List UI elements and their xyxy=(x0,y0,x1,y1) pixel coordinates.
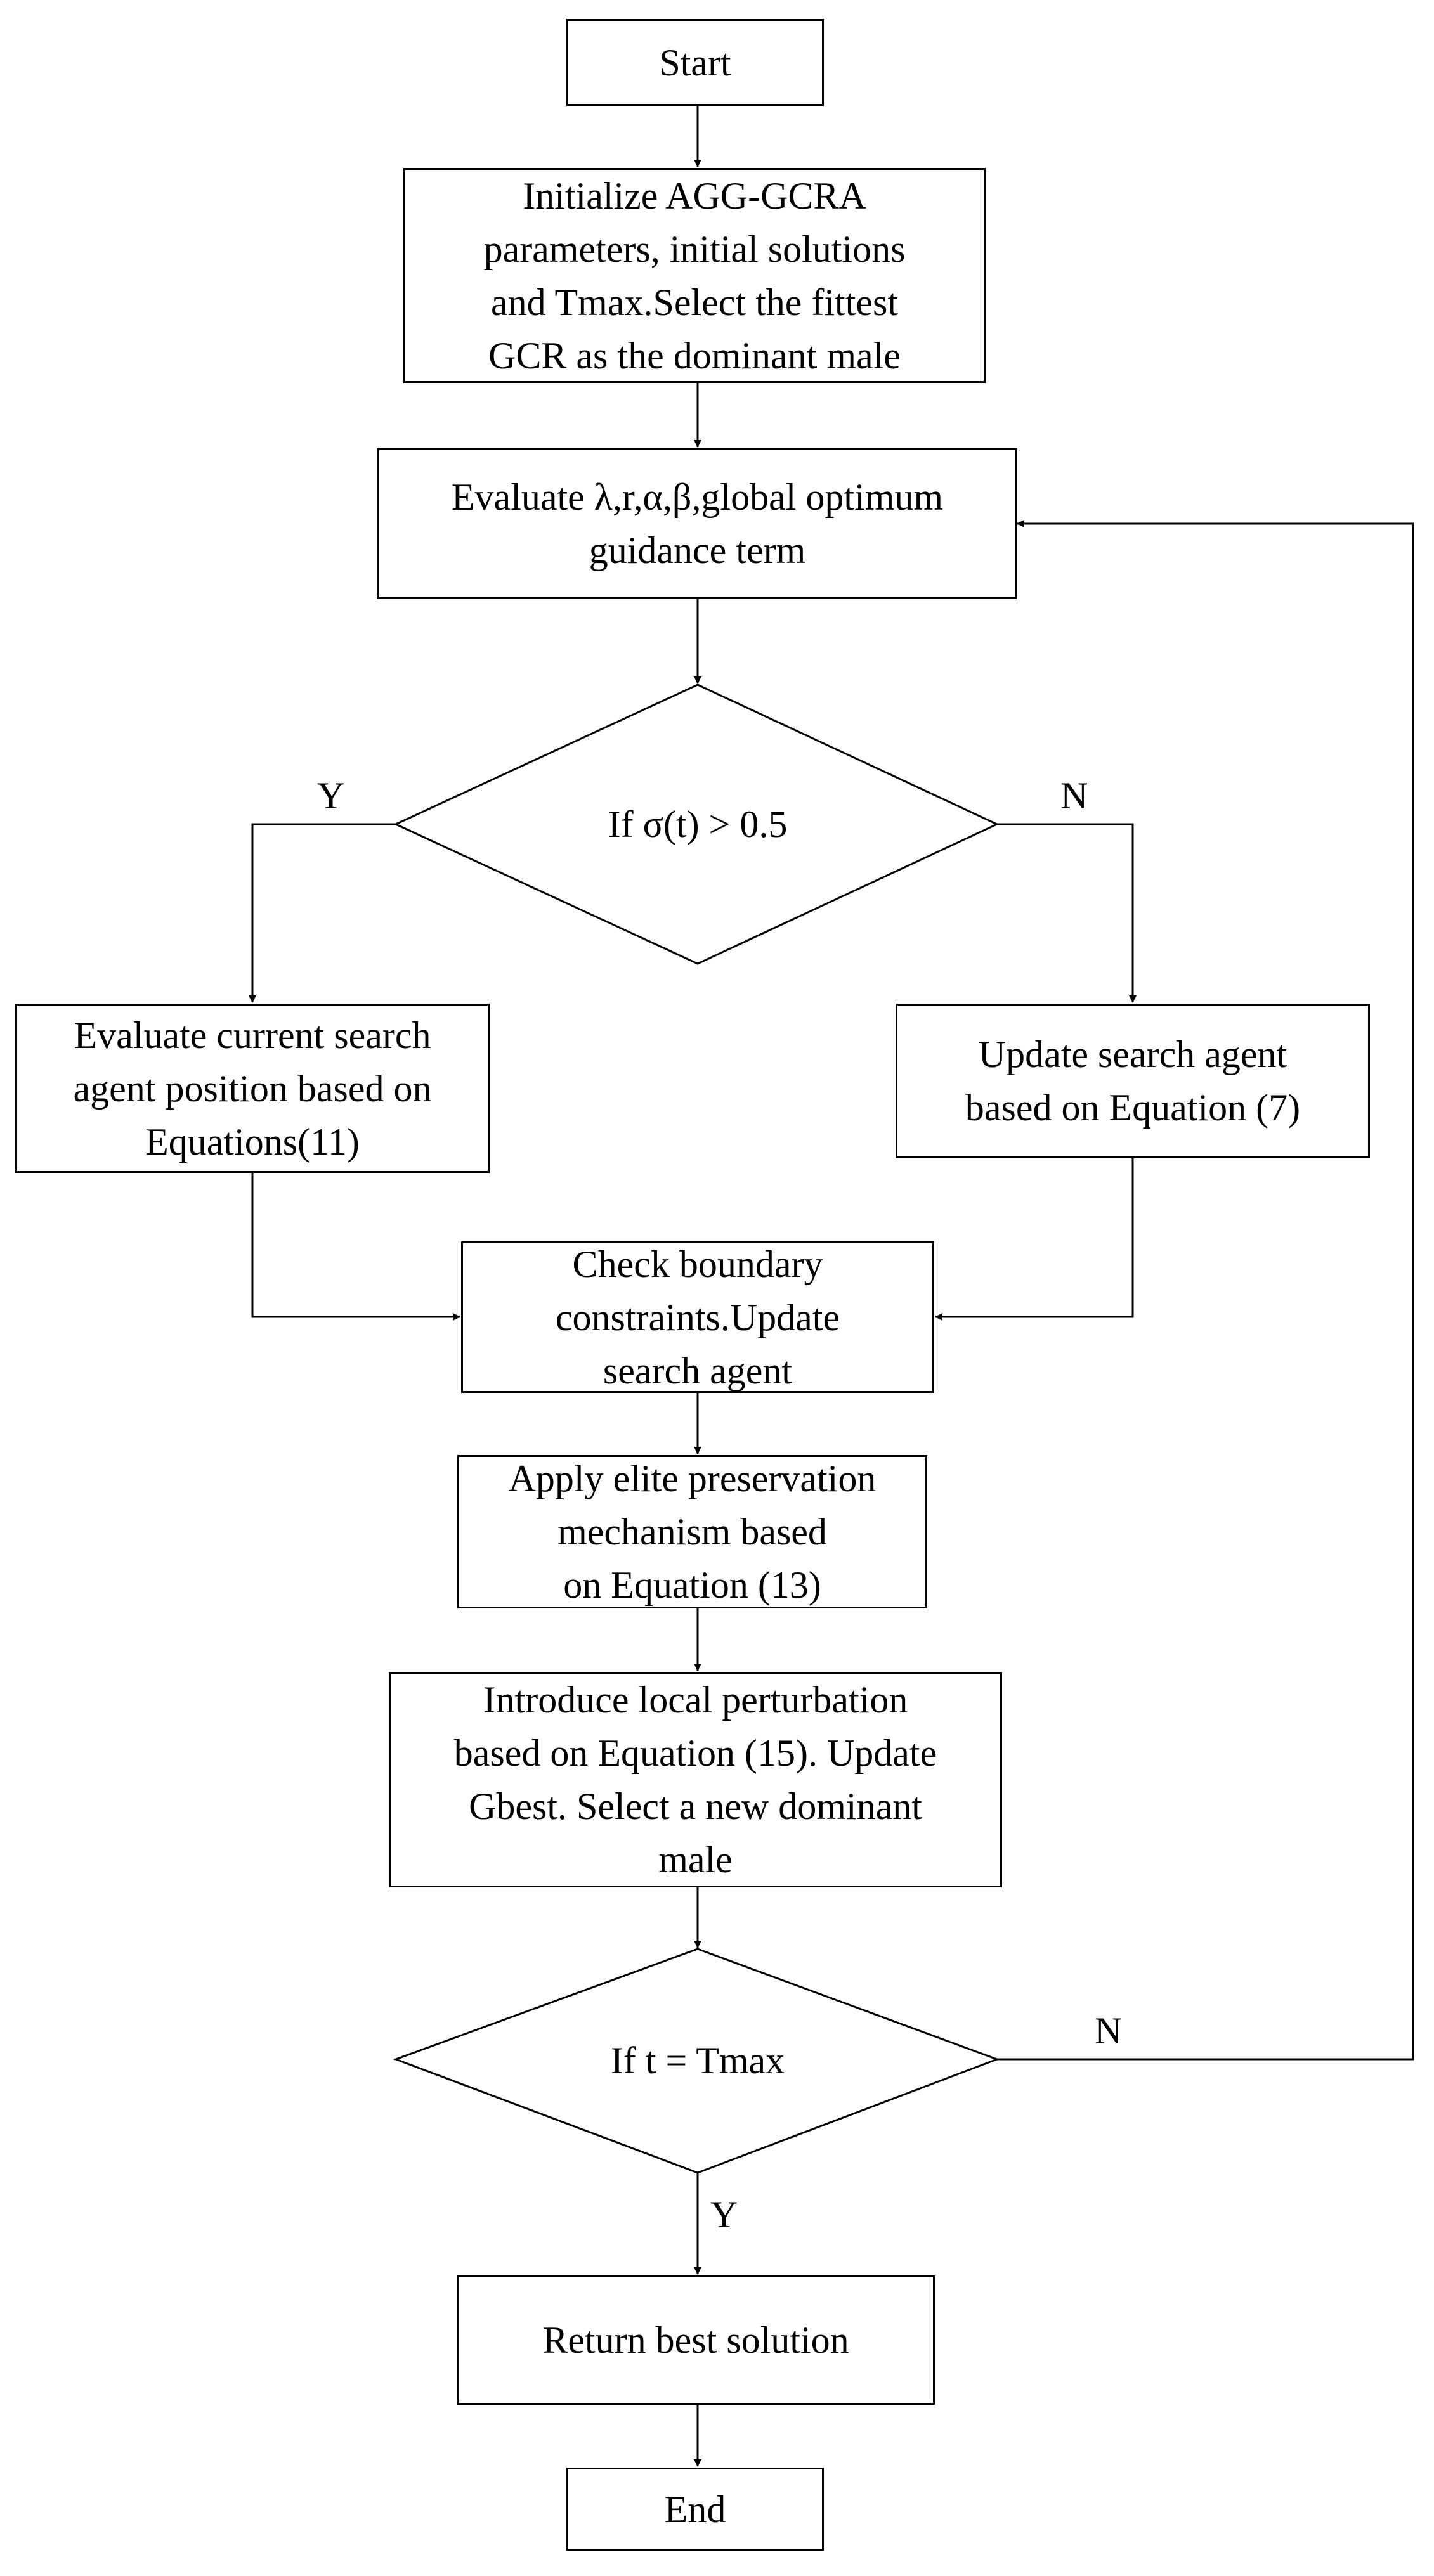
perturbation-line-1: Introduce local perturbation xyxy=(483,1679,908,1721)
loop-no-label: N xyxy=(1095,2010,1123,2052)
perturbation-line-3: Gbest. Select a new dominant xyxy=(469,1785,922,1827)
end-label: End xyxy=(664,2488,726,2530)
initialize-line-3: and Tmax.Select the fittest xyxy=(490,281,899,323)
evaluate-parameters-step: Evaluate λ,r,α,β,global optimum guidance… xyxy=(377,448,1017,599)
arrow-update-agent-to-check xyxy=(935,1158,1134,1321)
check-boundary-step: Check boundary constraints.Update search… xyxy=(461,1241,934,1393)
end-node: End xyxy=(566,2468,824,2551)
update-agent-line-1: Update search agent xyxy=(978,1033,1287,1075)
decision-sigma-label: If σ(t) > 0.5 xyxy=(608,803,788,845)
arrow-loop-back xyxy=(997,520,1414,2061)
evaluate-current-line-1: Evaluate current search xyxy=(74,1014,431,1056)
initialize-line-1: Initialize AGG-GCRA xyxy=(523,174,866,217)
branch-no-label: N xyxy=(1060,775,1088,817)
end-yes-label: Y xyxy=(710,2194,738,2236)
initialize-step: Initialize AGG-GCRA parameters, initial … xyxy=(403,168,986,383)
evaluate-current-line-3: Equations(11) xyxy=(145,1120,360,1163)
branch-yes-label: Y xyxy=(317,775,345,817)
elite-line-1: Apply elite preservation xyxy=(508,1458,877,1499)
check-boundary-line-1: Check boundary xyxy=(572,1243,823,1285)
elite-line-2: mechanism based xyxy=(557,1511,827,1553)
arrow-decision-yes xyxy=(249,823,396,1003)
initialize-line-2: parameters, initial solutions xyxy=(483,228,906,270)
evaluate-current-agent-step: Evaluate current search agent position b… xyxy=(15,1004,490,1173)
evaluate-line-1: Evaluate λ,r,α,β,global optimum xyxy=(451,476,944,518)
check-boundary-line-2: constraints.Update xyxy=(555,1296,840,1338)
elite-preservation-step: Apply elite preservation mechanism based… xyxy=(457,1455,927,1608)
decision-sigma-shape xyxy=(393,683,1000,965)
arrow-decision-no xyxy=(997,823,1137,1003)
return-best-solution-step: Return best solution xyxy=(457,2275,935,2405)
return-best-label: Return best solution xyxy=(542,2319,849,2361)
update-agent-line-2: based on Equation (7) xyxy=(965,1087,1301,1129)
elite-line-3: on Equation (13) xyxy=(563,1564,821,1606)
start-label: Start xyxy=(659,41,731,84)
decision-tmax-label: If t = Tmax xyxy=(610,2040,785,2081)
arrow-evaluate-current-to-check xyxy=(251,1173,460,1321)
evaluate-line-2: guidance term xyxy=(589,529,806,571)
initialize-line-4: GCR as the dominant male xyxy=(488,334,901,377)
start-node: Start xyxy=(566,19,824,106)
local-perturbation-step: Introduce local perturbation based on Eq… xyxy=(389,1672,1002,1887)
perturbation-line-4: male xyxy=(658,1839,733,1880)
update-search-agent-step: Update search agent based on Equation (7… xyxy=(896,1004,1370,1158)
evaluate-current-line-2: agent position based on xyxy=(73,1067,432,1110)
decision-tmax-shape xyxy=(393,1948,1000,2174)
check-boundary-line-3: search agent xyxy=(603,1349,793,1392)
perturbation-line-2: based on Equation (15). Update xyxy=(453,1732,937,1774)
